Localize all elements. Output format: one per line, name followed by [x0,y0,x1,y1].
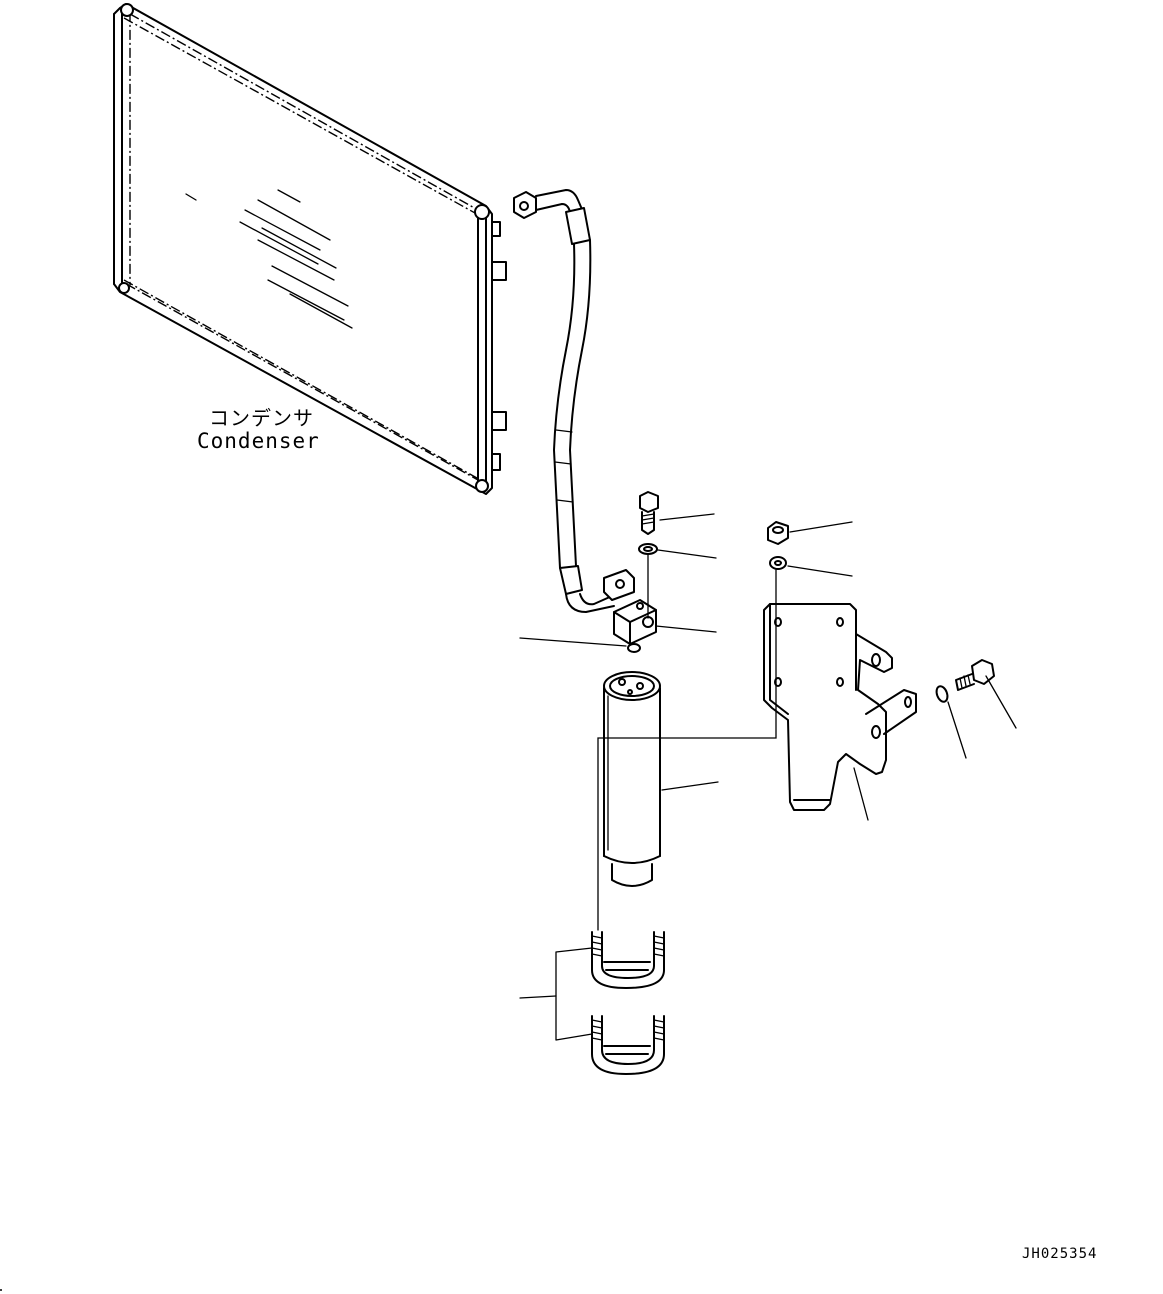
drawing-number: JH025354 [1022,1246,1098,1262]
hose-clamp-block-icon [613,599,657,645]
condenser-label-jp: コンデンサ [209,406,314,430]
o-ring-icon [627,643,641,653]
u-bolt-icon [591,931,665,989]
u-bolt-icon [591,1015,665,1075]
bolt-icon [955,659,995,691]
refrigerant-hose-icon [513,189,635,613]
washer-icon [935,685,949,703]
receiver-dryer-icon [603,671,661,887]
leader-lines [519,513,1017,1041]
nut-icon [767,521,789,545]
mounting-bracket-icon [763,603,917,811]
bolt-icon [639,491,659,535]
washer-icon [638,543,658,555]
condenser-label-en: Condenser [197,429,320,453]
condenser-icon [113,3,507,495]
washer-icon [769,556,787,570]
